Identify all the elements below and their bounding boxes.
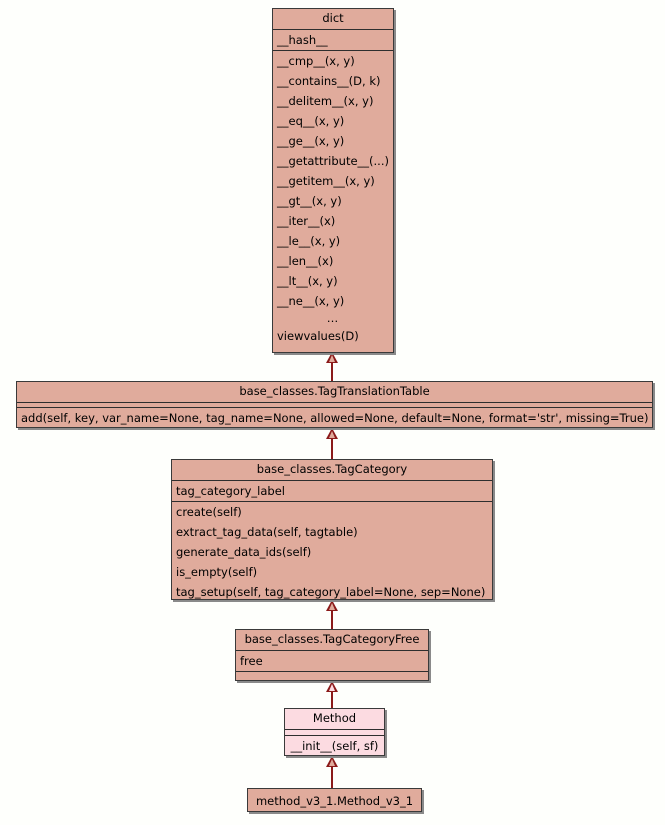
class-name-method: Method bbox=[312, 711, 357, 725]
inheritance-arrow-tagcategory-tagtranslationtable bbox=[326, 428, 338, 439]
class-title-compartment: method_v3_1.Method_v3_1 bbox=[248, 789, 421, 814]
inheritance-line-tagcategory-tagtranslationtable bbox=[331, 428, 333, 460]
inheritance-line-methodv31-method bbox=[331, 756, 333, 788]
class-attribute: __hash__ bbox=[277, 33, 328, 47]
class-methods-compartment: create(self) extract_tag_data(self, tagt… bbox=[172, 502, 492, 602]
class-title-compartment: base_classes.TagTranslationTable bbox=[17, 382, 652, 403]
inheritance-arrow-method-tagcategoryfree bbox=[326, 681, 338, 692]
class-title-compartment: base_classes.TagCategoryFree bbox=[236, 630, 428, 651]
class-name-tagcategory: base_classes.TagCategory bbox=[256, 462, 408, 476]
class-method: viewvalues(D) bbox=[277, 329, 359, 343]
class-methods-compartment: __cmp__(x, y) __contains__(D, k) __delit… bbox=[273, 51, 393, 346]
inheritance-line-tagcategoryfree-tagcategory bbox=[331, 600, 333, 630]
class-title-compartment: dict bbox=[273, 9, 393, 30]
class-method: __contains__(D, k) bbox=[277, 74, 381, 88]
class-name-methodv31: method_v3_1.Method_v3_1 bbox=[255, 794, 414, 808]
class-method: __len__(x) bbox=[277, 254, 334, 268]
class-method: create(self) bbox=[176, 505, 242, 519]
class-attribute: tag_category_label bbox=[176, 484, 285, 498]
class-box-dict[interactable]: dict __hash__ __cmp__(x, y) __contains__… bbox=[272, 8, 394, 353]
class-name-tagtranslationtable: base_classes.TagTranslationTable bbox=[239, 384, 430, 398]
class-method: __eq__(x, y) bbox=[277, 114, 345, 128]
class-method: tag_setup(self, tag_category_label=None,… bbox=[176, 585, 486, 599]
class-attributes-compartment bbox=[17, 403, 652, 408]
class-method-ellipsis: … bbox=[326, 311, 340, 325]
class-methods-compartment: add(self, key, var_name=None, tag_name=N… bbox=[17, 408, 652, 428]
class-name-dict: dict bbox=[322, 11, 344, 25]
class-method: add(self, key, var_name=None, tag_name=N… bbox=[21, 411, 649, 425]
inheritance-line-tagtranslationtable-dict bbox=[331, 352, 333, 382]
class-method: __le__(x, y) bbox=[277, 234, 341, 248]
inheritance-arrow-tagcategoryfree-tagcategory bbox=[326, 600, 338, 611]
class-method: __getitem__(x, y) bbox=[277, 174, 375, 188]
class-method: __getattribute__(...) bbox=[277, 154, 389, 168]
class-method: __ne__(x, y) bbox=[277, 294, 345, 308]
class-title-compartment: base_classes.TagCategory bbox=[172, 460, 492, 481]
class-attributes-compartment: free bbox=[236, 651, 428, 672]
inheritance-line-method-tagcategoryfree bbox=[331, 681, 333, 709]
inheritance-arrow-methodv31-method bbox=[326, 756, 338, 767]
class-box-tagcategory[interactable]: base_classes.TagCategory tag_category_la… bbox=[171, 459, 493, 600]
class-box-method[interactable]: Method __init__(self, sf) bbox=[284, 708, 385, 756]
class-name-tagcategoryfree: base_classes.TagCategoryFree bbox=[244, 632, 420, 646]
class-attribute: free bbox=[240, 654, 263, 668]
class-method: __delitem__(x, y) bbox=[277, 94, 374, 108]
class-method: generate_data_ids(self) bbox=[176, 545, 312, 559]
class-method: __cmp__(x, y) bbox=[277, 54, 355, 68]
class-box-tagtranslationtable[interactable]: base_classes.TagTranslationTable add(sel… bbox=[16, 381, 653, 428]
class-methods-empty bbox=[236, 672, 428, 683]
class-attributes-compartment: __hash__ bbox=[273, 30, 393, 51]
class-method: __init__(self, sf) bbox=[290, 739, 379, 753]
class-methods-compartment: __init__(self, sf) bbox=[285, 736, 384, 756]
class-box-tagcategoryfree[interactable]: base_classes.TagCategoryFree free bbox=[235, 629, 429, 681]
class-method: is_empty(self) bbox=[176, 565, 258, 579]
class-methods-compartment bbox=[236, 672, 428, 683]
class-method: extract_tag_data(self, tagtable) bbox=[176, 525, 358, 539]
class-method: __gt__(x, y) bbox=[277, 194, 342, 208]
inheritance-arrow-tagtranslationtable-dict bbox=[326, 352, 338, 363]
class-method: __iter__(x) bbox=[277, 214, 336, 228]
class-method: __lt__(x, y) bbox=[277, 274, 338, 288]
class-attributes-compartment bbox=[285, 730, 384, 736]
class-attributes-compartment: tag_category_label bbox=[172, 481, 492, 502]
class-title-compartment: Method bbox=[285, 709, 384, 730]
class-box-methodv31[interactable]: method_v3_1.Method_v3_1 bbox=[247, 788, 422, 812]
class-method: __ge__(x, y) bbox=[277, 134, 345, 148]
